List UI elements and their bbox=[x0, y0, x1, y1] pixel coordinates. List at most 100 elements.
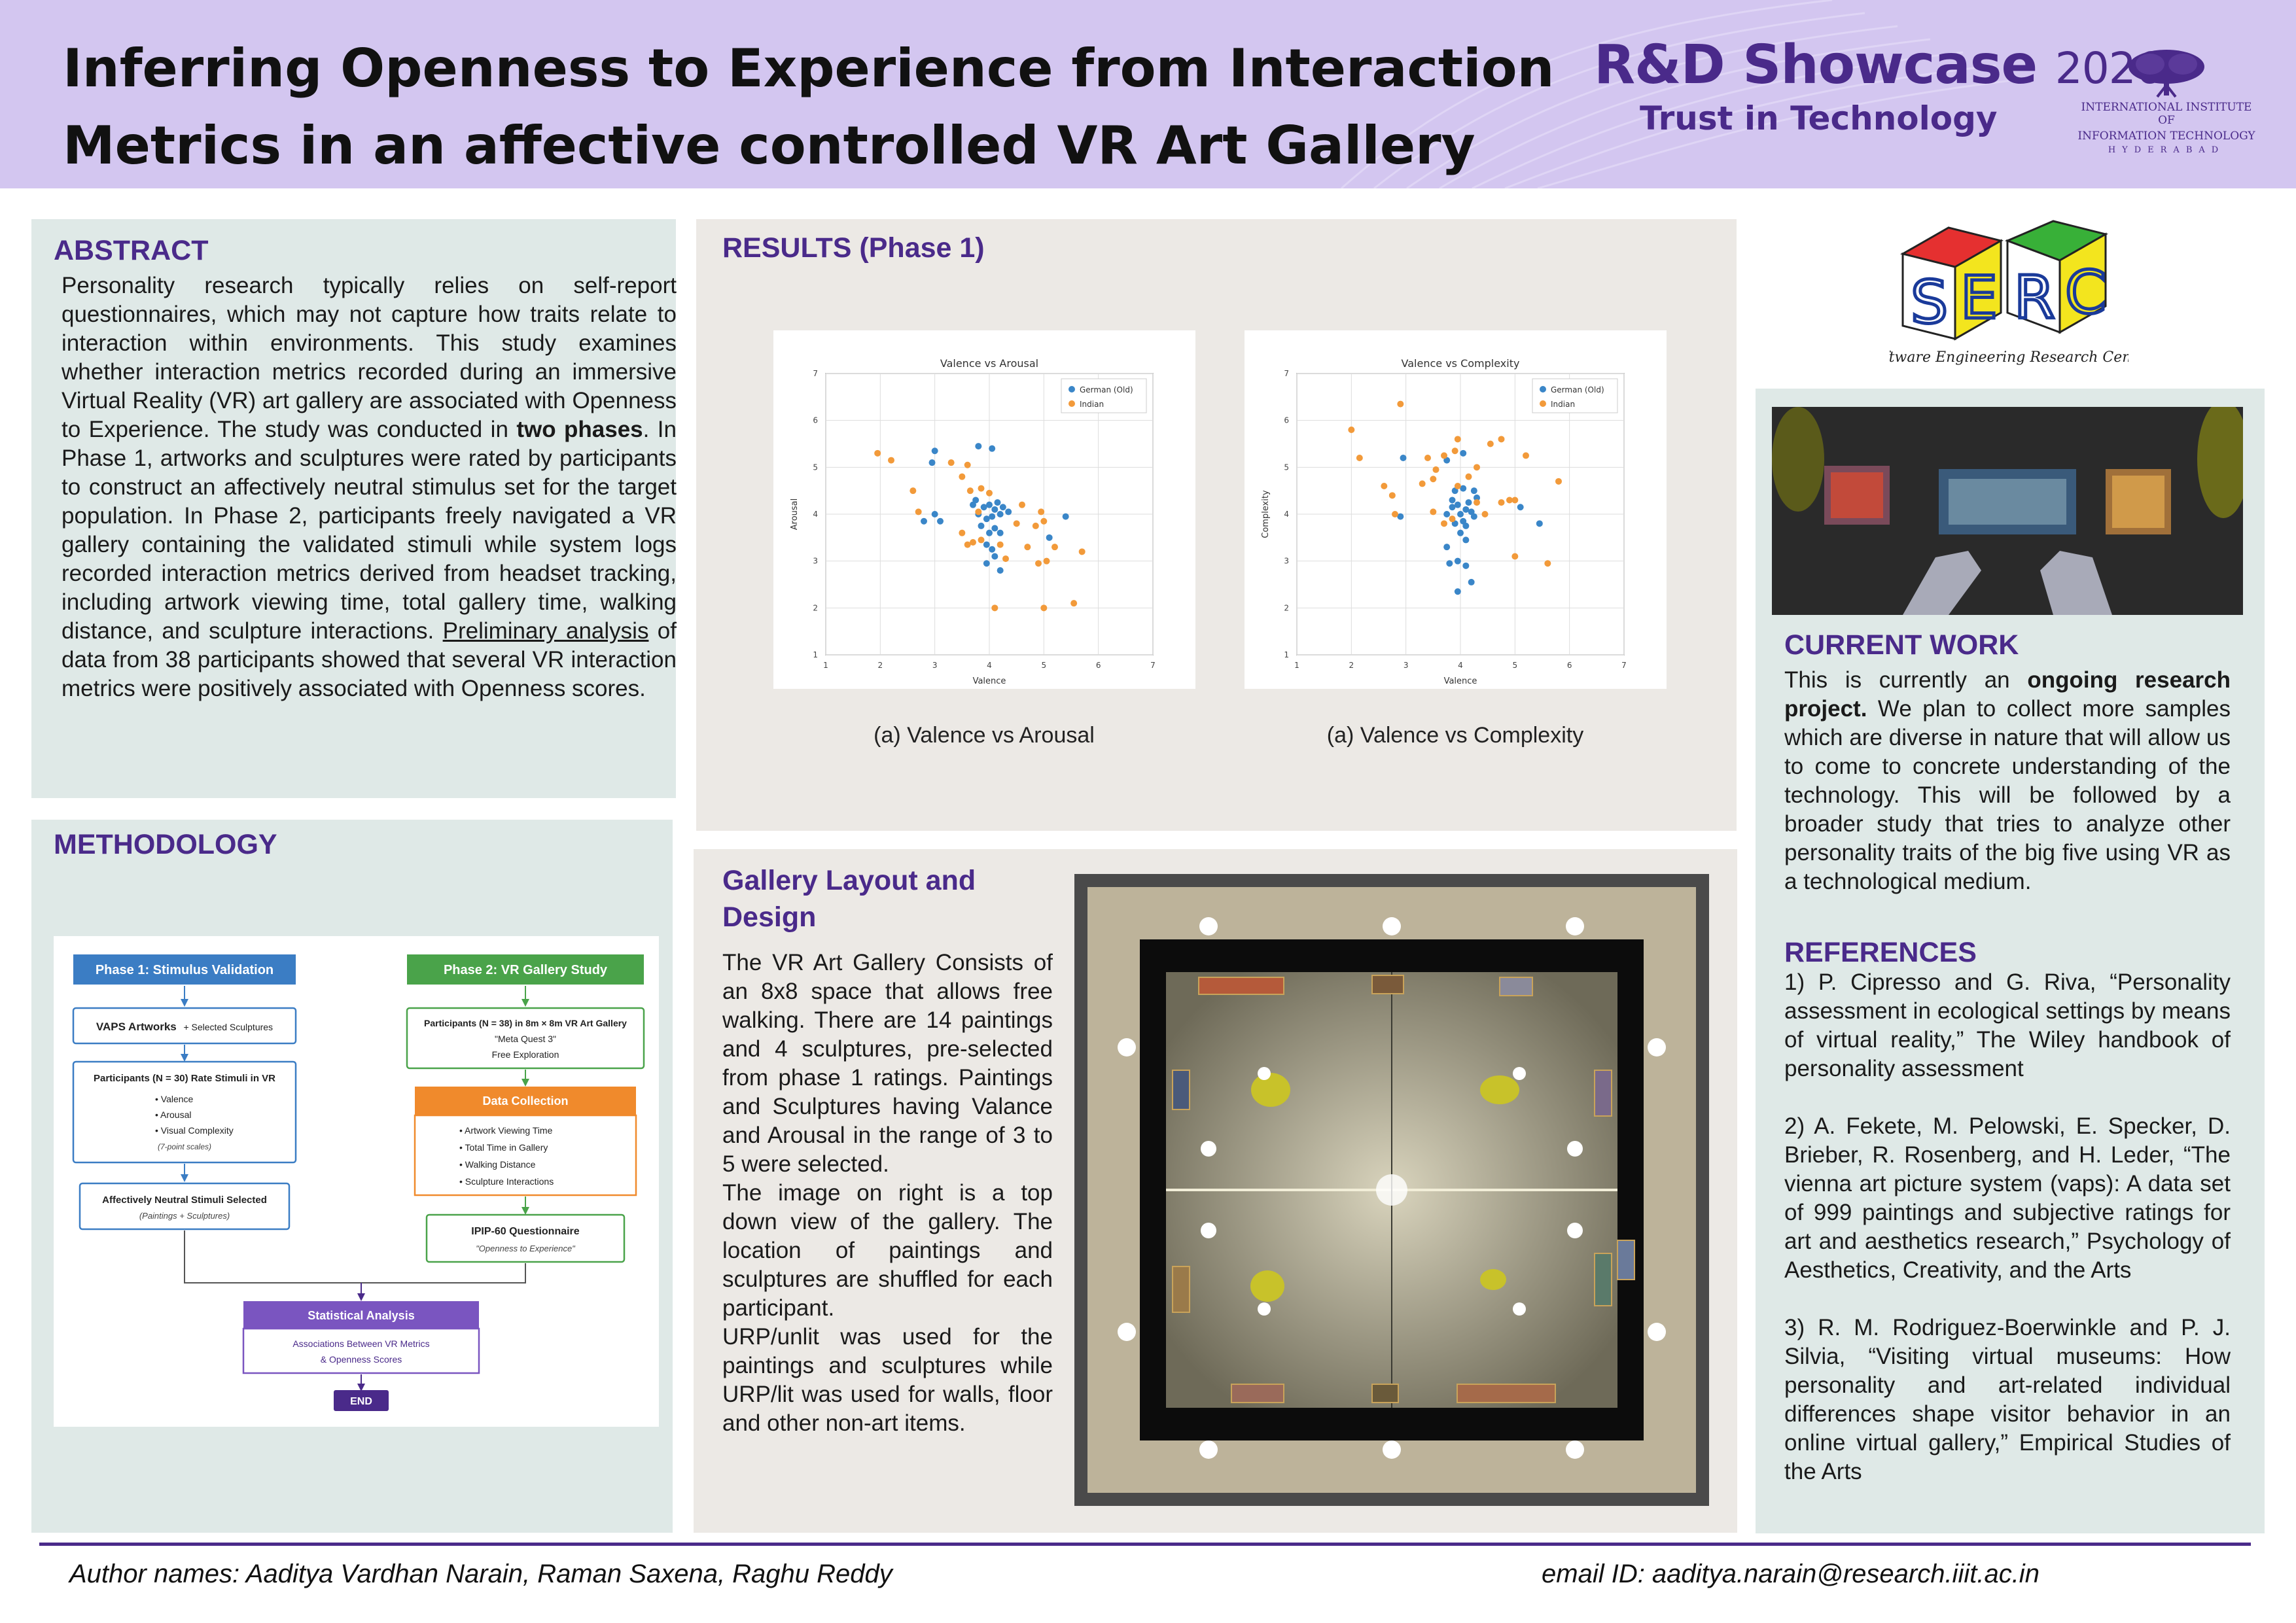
showcase-tagline: Trust in Technology bbox=[1640, 99, 1998, 137]
data-point bbox=[1511, 553, 1519, 560]
reference-1: 1) P. Cipresso and G. Riva, “Personality… bbox=[1784, 969, 2231, 1081]
p2-mode: Free Exploration bbox=[492, 1049, 559, 1060]
data-point bbox=[1013, 520, 1020, 527]
stats-sub-2: & Openness Scores bbox=[321, 1354, 402, 1365]
phase2-header bbox=[407, 954, 644, 985]
x-tick-label: 7 bbox=[1621, 661, 1627, 670]
y-tick-label: 6 bbox=[1284, 416, 1289, 425]
y-tick-label: 4 bbox=[1284, 510, 1289, 519]
legend-label: German (Old) bbox=[1551, 385, 1604, 394]
serc-subtitle: Software Engineering Research Centre bbox=[1890, 349, 2128, 366]
neutral-sub: (Paintings + Sculptures) bbox=[139, 1211, 230, 1221]
p2-participants-box bbox=[406, 1007, 645, 1070]
data-point bbox=[1038, 508, 1045, 515]
stats-header bbox=[243, 1301, 479, 1329]
caption-2: (a) Valence vs Complexity bbox=[1326, 723, 1584, 748]
data-point bbox=[1454, 483, 1461, 489]
data-point bbox=[928, 459, 936, 466]
data-point bbox=[959, 529, 966, 536]
legend-label: Indian bbox=[1080, 400, 1104, 409]
data-point bbox=[1506, 497, 1513, 504]
y-tick-label: 2 bbox=[1284, 603, 1289, 612]
data-point bbox=[1457, 529, 1464, 536]
data-point bbox=[1397, 513, 1404, 520]
institute-name-1: INTERNATIONAL INSTITUTE OF bbox=[2081, 101, 2252, 127]
y-tick-label: 2 bbox=[813, 603, 818, 612]
data-point bbox=[978, 522, 985, 529]
data-point bbox=[997, 567, 1004, 574]
p1-participants-label: Participants (N = 30) Rate Stimuli in VR bbox=[94, 1073, 275, 1084]
serc-letter-s: S bbox=[1911, 268, 1948, 337]
current-work-text-b: We plan to collect more samples which ar… bbox=[1784, 696, 2231, 894]
title-line-2: Metrics in an affective controlled VR Ar… bbox=[63, 115, 1475, 176]
data-point bbox=[986, 529, 993, 536]
y-tick-label: 4 bbox=[813, 510, 818, 519]
data-point bbox=[1446, 560, 1453, 567]
p2-device: "Meta Quest 3" bbox=[495, 1034, 556, 1044]
data-collection-label: Data Collection bbox=[482, 1094, 568, 1108]
data-point bbox=[1462, 536, 1470, 544]
methodology-flowchart: Phase 1: Stimulus Validation VAPS Artwor… bbox=[54, 936, 659, 1427]
ipip-label: IPIP-60 Questionnaire bbox=[471, 1226, 579, 1237]
abstract-text-c: of data from 38 participants showed that… bbox=[62, 618, 677, 701]
x-tick-label: 6 bbox=[1567, 661, 1572, 670]
data-point bbox=[1449, 497, 1456, 504]
references-heading: REFERENCES bbox=[1784, 937, 1977, 968]
stats-label: Statistical Analysis bbox=[308, 1309, 414, 1322]
data-point bbox=[1443, 511, 1451, 517]
right-panel: CURRENT WORK This is currently an ongoin… bbox=[1756, 389, 2265, 1533]
reference-2: 2) A. Fekete, M. Pelowski, E. Specker, D… bbox=[1784, 1113, 2231, 1283]
author-names: Author names: Aaditya Vardhan Narain, Ra… bbox=[69, 1560, 892, 1588]
data-point bbox=[1356, 455, 1363, 461]
data-point bbox=[991, 506, 998, 513]
data-point bbox=[983, 515, 990, 523]
tree-icon bbox=[2128, 50, 2204, 98]
data-point bbox=[983, 560, 990, 567]
data-point bbox=[1555, 478, 1562, 485]
dc-item-time: • Total Time in Gallery bbox=[459, 1142, 548, 1153]
data-point bbox=[1024, 544, 1031, 551]
title-line-1: Inferring Openness to Experience from In… bbox=[63, 38, 1555, 99]
legend-box bbox=[1532, 378, 1618, 413]
data-point bbox=[989, 546, 996, 553]
chart-legend: German (Old)Indian bbox=[1532, 378, 1618, 413]
poster-title: Inferring Openness to Experience from In… bbox=[63, 30, 1568, 184]
p1-item-valence: • Valence bbox=[155, 1094, 194, 1104]
y-tick-label: 1 bbox=[813, 650, 818, 659]
data-collection-box bbox=[414, 1114, 637, 1196]
data-point bbox=[972, 497, 980, 504]
y-tick-label: 5 bbox=[813, 462, 818, 472]
x-tick-label: 1 bbox=[1294, 661, 1299, 670]
y-axis-label: Complexity bbox=[1261, 490, 1271, 538]
data-point bbox=[1040, 517, 1048, 525]
data-point bbox=[937, 517, 944, 525]
data-point bbox=[997, 541, 1004, 548]
abstract-heading: ABSTRACT bbox=[54, 235, 209, 266]
data-point bbox=[1441, 452, 1447, 459]
dc-item-viewing: • Artwork Viewing Time bbox=[459, 1125, 553, 1136]
data-point bbox=[989, 445, 996, 452]
data-point bbox=[1002, 555, 1009, 563]
data-point bbox=[975, 443, 982, 450]
data-point bbox=[978, 536, 985, 544]
data-point bbox=[1449, 515, 1456, 523]
abstract-panel: ABSTRACT Personality research typically … bbox=[31, 219, 677, 798]
x-axis-label: Valence bbox=[973, 676, 1006, 686]
p1-participants-box bbox=[72, 1060, 297, 1164]
y-tick-label: 6 bbox=[813, 416, 818, 425]
data-point bbox=[991, 604, 998, 612]
end-box bbox=[334, 1390, 389, 1411]
y-tick-label: 1 bbox=[1284, 650, 1289, 659]
abstract-text: Personality research typically relies on… bbox=[62, 271, 677, 703]
header-wave-pattern bbox=[1341, 0, 2029, 188]
data-point bbox=[921, 517, 927, 525]
vaps-sub: + Selected Sculptures bbox=[183, 1022, 273, 1032]
legend-marker bbox=[1069, 400, 1075, 407]
data-point bbox=[1470, 487, 1477, 495]
x-tick-label: 4 bbox=[987, 661, 992, 670]
data-point bbox=[1062, 513, 1069, 520]
legend-label: German (Old) bbox=[1080, 385, 1133, 394]
data-point bbox=[1419, 480, 1426, 487]
